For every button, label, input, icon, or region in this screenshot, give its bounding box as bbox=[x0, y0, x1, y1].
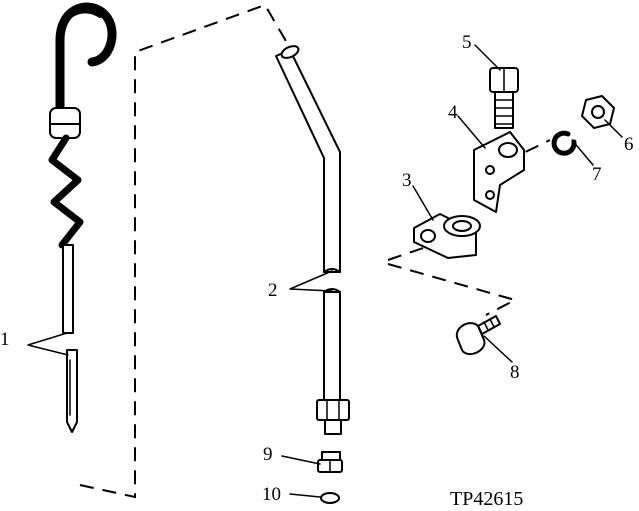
callout-7: 7 bbox=[592, 164, 602, 185]
callout-5: 5 bbox=[462, 32, 472, 53]
leader-lines bbox=[27, 44, 623, 498]
callout-9: 9 bbox=[263, 444, 273, 465]
tube-clamp-icon bbox=[413, 213, 481, 259]
callout-labels: 1 2 3 4 5 6 7 8 9 10 bbox=[0, 32, 634, 505]
callout-10: 10 bbox=[262, 484, 281, 505]
figure-id: TP42615 bbox=[450, 488, 523, 510]
bracket-icon bbox=[473, 131, 525, 213]
callout-6: 6 bbox=[624, 134, 634, 155]
assembly-dashed-lines bbox=[79, 3, 551, 499]
cap-screw-icon bbox=[455, 315, 501, 356]
cap-screw-icon bbox=[489, 67, 519, 129]
dipstick-tube-icon bbox=[275, 45, 350, 435]
callout-4: 4 bbox=[448, 102, 458, 123]
lock-washer-icon bbox=[551, 130, 577, 156]
callout-1: 1 bbox=[0, 329, 10, 350]
o-ring-icon bbox=[320, 492, 340, 504]
callout-3: 3 bbox=[402, 170, 412, 191]
callout-2: 2 bbox=[268, 280, 278, 301]
dipstick-icon bbox=[48, 2, 117, 433]
callout-8: 8 bbox=[510, 362, 520, 383]
fitting-icon bbox=[317, 451, 343, 473]
